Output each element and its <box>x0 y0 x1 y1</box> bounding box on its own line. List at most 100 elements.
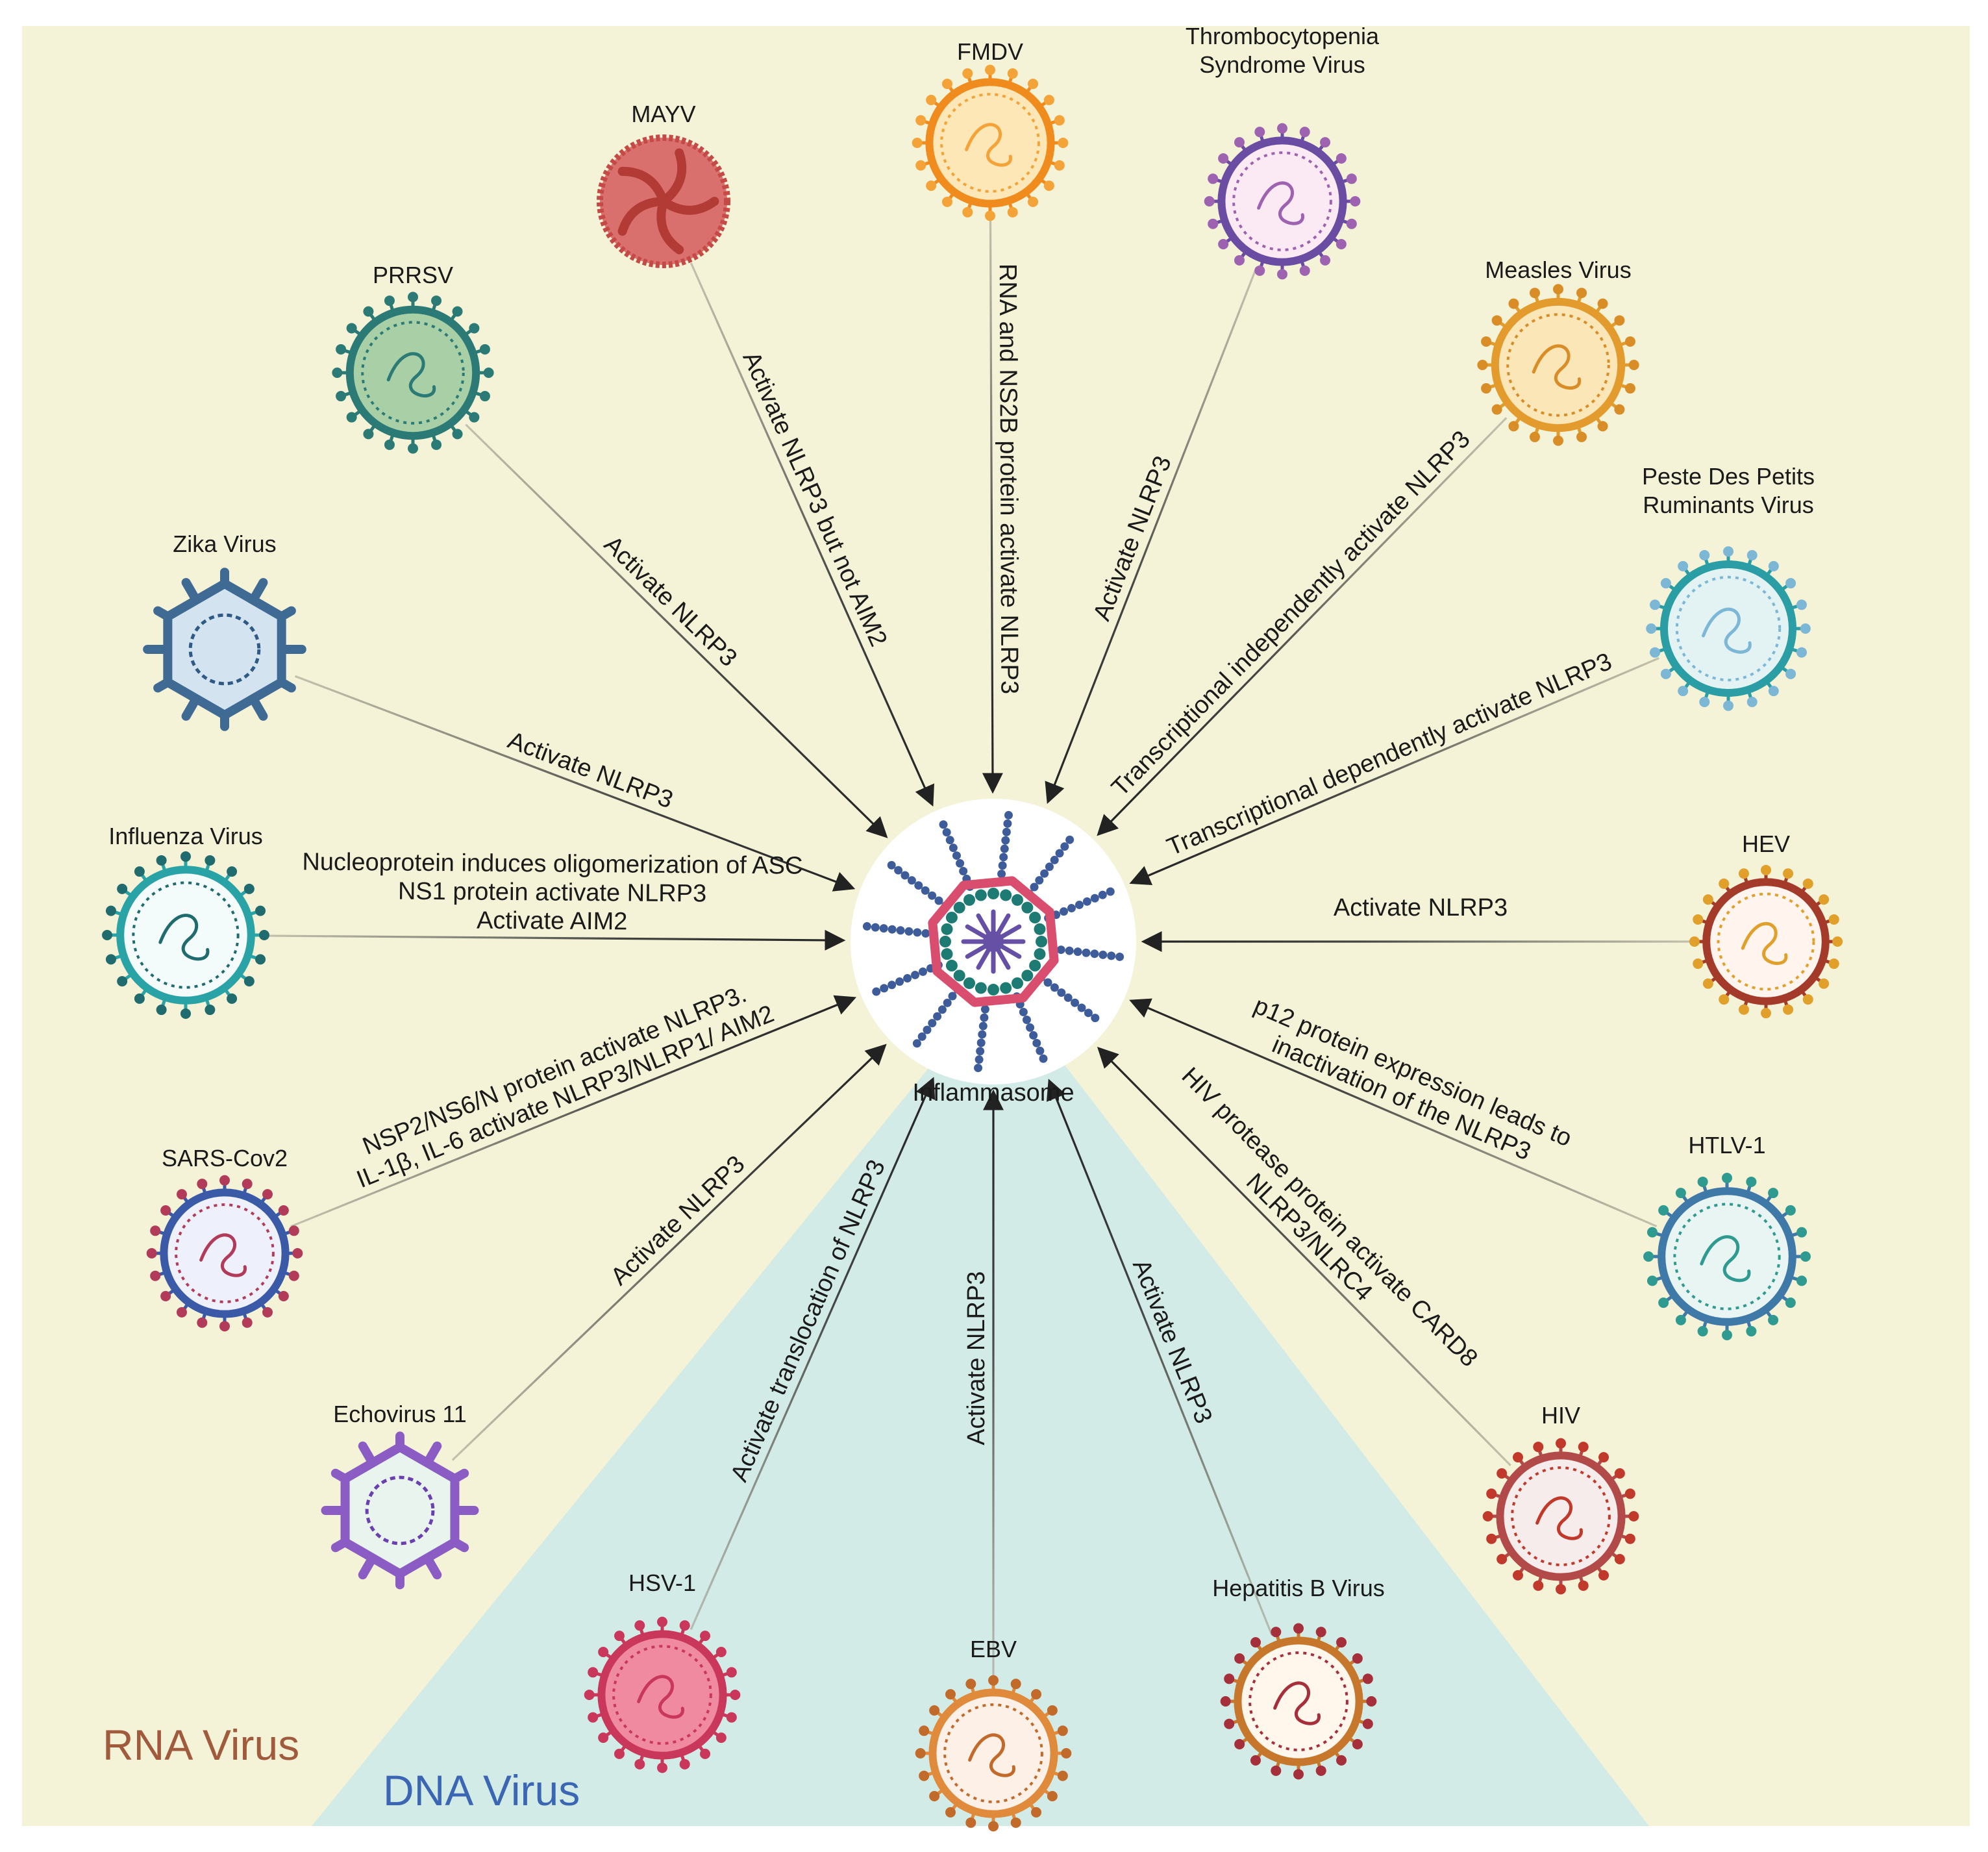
spike-tip <box>1693 914 1704 925</box>
spike-tip <box>1220 1696 1231 1707</box>
spike-tip <box>1768 686 1779 697</box>
spike-tip <box>657 1762 667 1773</box>
genome <box>1700 1235 1751 1283</box>
spike-tip <box>1624 1488 1635 1499</box>
hub-rod-bead <box>880 984 889 993</box>
hub-rod-bead <box>1004 810 1013 820</box>
hub-rod-bead <box>1045 862 1054 871</box>
hub-rod-bead <box>975 1055 984 1064</box>
genome-fold <box>617 166 668 206</box>
edge-mayv <box>690 262 934 807</box>
hub-rod-bead <box>917 1032 926 1041</box>
hub-rod-bead <box>945 836 954 845</box>
spike-tip <box>1250 1637 1261 1648</box>
spike-tip <box>1486 1488 1497 1499</box>
spike-tip <box>408 443 418 454</box>
spike-tip <box>469 412 480 423</box>
genome <box>1535 1496 1583 1540</box>
hub-rod-bead <box>912 1039 921 1048</box>
spike-tip <box>1491 404 1502 415</box>
hub-rod-bead <box>948 992 957 1001</box>
spike-tip <box>584 1690 595 1700</box>
spike-tip <box>1057 1725 1068 1736</box>
prrsv-icon <box>332 292 494 454</box>
spike-tip <box>1218 239 1229 250</box>
spike-tip <box>1058 138 1069 148</box>
spike-tip <box>1556 1584 1566 1595</box>
hub-rod-bead <box>918 967 927 976</box>
spike-tip <box>134 993 145 1004</box>
hub-ring-bead <box>988 888 999 899</box>
spike-tip <box>945 1689 956 1700</box>
spike-tip <box>1675 1314 1686 1325</box>
spike <box>181 697 199 721</box>
spike-tip <box>227 866 238 877</box>
spike-tip <box>1722 1329 1732 1340</box>
spike-tip <box>1234 1653 1245 1664</box>
spike-tip <box>278 1205 289 1216</box>
spike-tip <box>1553 284 1563 295</box>
spike-tip <box>1699 550 1710 561</box>
dna-virus-region <box>312 981 1649 1826</box>
virus-name: HIV <box>1541 1402 1580 1429</box>
spike-tip <box>1254 265 1265 276</box>
virus-name: PRRSV <box>373 262 453 288</box>
genome <box>637 1675 684 1719</box>
hub-frame <box>928 876 1059 1007</box>
spike-tip <box>1819 978 1830 989</box>
hub-rod-bead <box>1003 819 1012 828</box>
spike-tip <box>1010 1679 1021 1690</box>
spike-tip <box>915 160 926 171</box>
genome <box>1273 1681 1321 1725</box>
hub-ring-bead <box>1000 982 1012 994</box>
hev-icon <box>1689 864 1843 1019</box>
hub-rod-bead <box>959 866 968 875</box>
virus-name: Thrombocytopenia <box>1186 23 1380 49</box>
spike-tip <box>1529 431 1540 442</box>
envelope <box>1660 560 1796 697</box>
spike-tip <box>1628 1511 1639 1521</box>
hub-rod-bead <box>1060 907 1069 916</box>
spike-tip <box>1598 1452 1609 1463</box>
spike-tip <box>243 883 255 894</box>
spike-tip <box>915 1748 926 1758</box>
envelope <box>1658 1187 1796 1326</box>
spike-tip <box>1320 137 1331 148</box>
spike-tip <box>912 138 923 148</box>
edge-pprv <box>1129 657 1659 886</box>
spike-tip <box>134 866 145 877</box>
dna-virus-label: DNA Virus <box>383 1766 580 1814</box>
spike-tip <box>105 954 116 965</box>
spike-tip <box>160 1291 171 1302</box>
spike-tip <box>1723 546 1733 557</box>
genome <box>1257 181 1304 225</box>
hub-rod-bead <box>1082 948 1091 957</box>
genome-fold <box>656 197 684 255</box>
spike-tip <box>1624 1533 1635 1544</box>
inner-membrane <box>612 1645 712 1745</box>
spike-tip <box>1800 623 1811 634</box>
hub-rod-bead <box>896 926 905 935</box>
hub-rod-bead <box>1067 904 1076 913</box>
ebv-icon <box>915 1675 1072 1832</box>
spike-tip <box>929 1791 940 1802</box>
spike-tip <box>146 1248 157 1258</box>
htlv1-icon <box>1643 1173 1811 1340</box>
spike-tip <box>1650 599 1661 610</box>
spike-tip <box>219 1321 230 1332</box>
hub-rod-bead <box>998 861 1007 870</box>
spike-tip <box>1250 1755 1261 1766</box>
spike-tip <box>1624 383 1635 394</box>
spike-tip <box>1481 336 1492 347</box>
spike-tip <box>679 1758 690 1770</box>
hub-rod-bead <box>1035 876 1044 885</box>
spike-tip <box>1254 127 1265 138</box>
spike-tip <box>288 1225 299 1236</box>
hub-rod-bead <box>1022 1015 1031 1024</box>
spike-tip <box>657 1616 667 1627</box>
spike-tip <box>1576 288 1587 299</box>
virus-name: Influenza Virus <box>108 823 262 849</box>
edge-label-line: Nucleoprotein induces oligomerization of… <box>302 848 802 879</box>
spike-tip <box>1650 647 1661 658</box>
hub-rod-bead <box>901 871 910 880</box>
